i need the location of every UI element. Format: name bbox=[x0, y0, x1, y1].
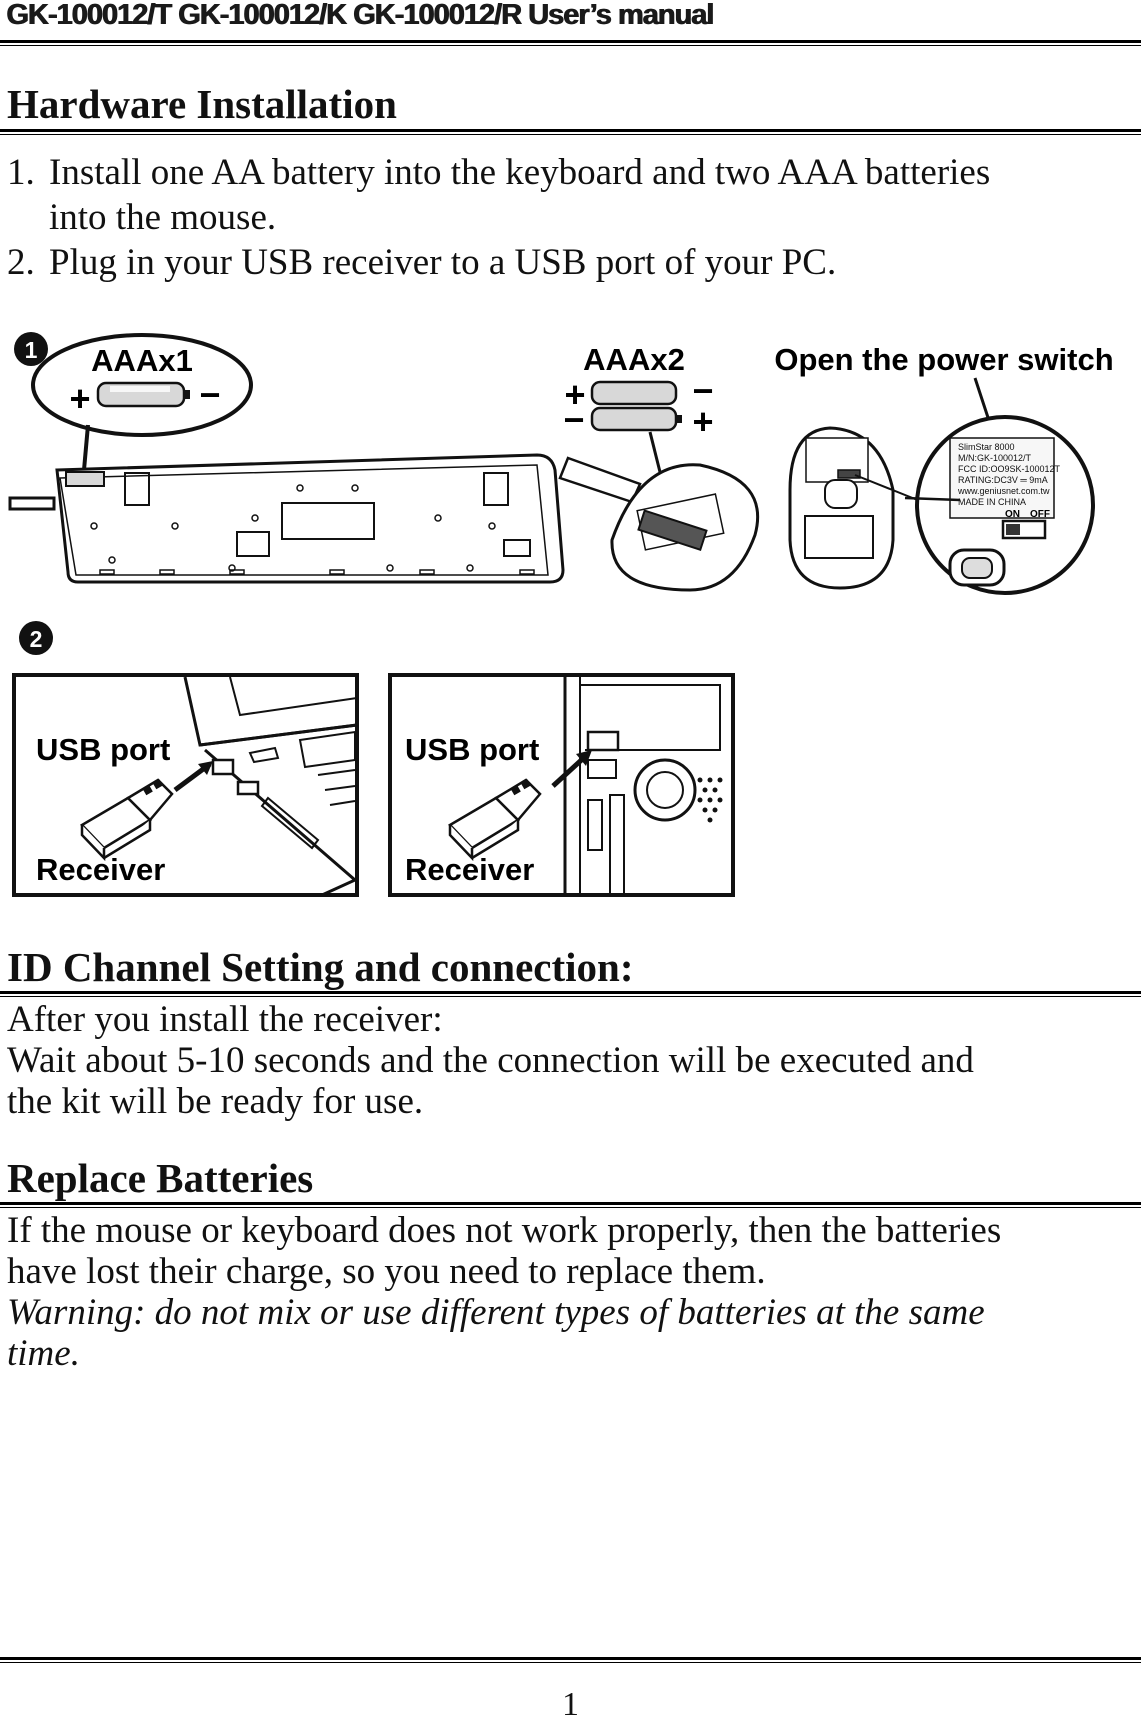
svg-text:1: 1 bbox=[25, 337, 38, 363]
device-label-sticker: SlimStar 8000 M/N:GK-100012/T FCC ID:OO9… bbox=[957, 442, 1061, 507]
step-text-line: into the mouse. bbox=[49, 197, 277, 238]
id-channel-line: the kit will be ready for use. bbox=[7, 1081, 424, 1122]
replace-line: If the mouse or keyboard does not work p… bbox=[7, 1210, 1002, 1251]
mouse-underside-closed bbox=[788, 426, 931, 590]
step-text-line: Install one AA battery into the keyboard… bbox=[49, 152, 991, 193]
receiver-label: Receiver bbox=[36, 852, 165, 887]
id-channel-line: After you install the receiver: bbox=[7, 999, 443, 1040]
manual-title: GK-100012/T GK-100012/K GK-100012/R User… bbox=[6, 0, 714, 31]
mouse-underside-open bbox=[558, 456, 760, 592]
replace-batteries-heading: Replace Batteries bbox=[7, 1155, 314, 1201]
warning-line: Warning: do not mix or use different typ… bbox=[7, 1292, 985, 1333]
svg-text:ON: ON bbox=[1005, 509, 1020, 520]
mouse-batteries-callout: AAAx2 + − − + bbox=[563, 342, 714, 541]
list-item: 2. Plug in your USB receiver to a USB po… bbox=[7, 240, 990, 285]
svg-text:SlimStar 8000: SlimStar 8000 bbox=[958, 442, 1015, 452]
svg-text:RATING:DC3V ═ 9mA: RATING:DC3V ═ 9mA bbox=[958, 475, 1048, 485]
replace-line: have lost their charge, so you need to r… bbox=[7, 1251, 766, 1292]
svg-text:www.geniusnet.com.tw: www.geniusnet.com.tw bbox=[957, 486, 1050, 496]
installation-illustration: 1 AAAx1 + − AAAx2 bbox=[8, 332, 1114, 897]
usb-port-label: USB port bbox=[36, 732, 170, 767]
svg-text:−: − bbox=[692, 370, 713, 411]
plus-sign: + bbox=[69, 378, 90, 419]
hardware-installation-heading: Hardware Installation bbox=[7, 81, 397, 127]
svg-text:MADE IN CHINA: MADE IN CHINA bbox=[958, 497, 1026, 507]
section-rule bbox=[0, 1202, 1141, 1208]
receiver-label: Receiver bbox=[405, 852, 534, 887]
keyboard-battery-callout: AAAx1 + − bbox=[31, 333, 253, 471]
battery-icon bbox=[590, 380, 678, 406]
desktop-usb-panel: USB port Receiver bbox=[388, 673, 735, 897]
step-number: 1. bbox=[7, 152, 35, 193]
section-rule bbox=[0, 991, 1141, 997]
on-off-labels: ON OFF bbox=[1005, 509, 1050, 520]
section-rule bbox=[0, 129, 1141, 135]
svg-text:+: + bbox=[564, 374, 585, 415]
usb-port-label: USB port bbox=[405, 732, 539, 767]
keyboard-battery-label: AAAx1 bbox=[91, 343, 193, 378]
battery-icon bbox=[590, 406, 678, 432]
step-2-badge: 2 bbox=[19, 621, 53, 655]
svg-text:+: + bbox=[692, 401, 713, 442]
laptop-usb-panel: USB port Receiver bbox=[12, 673, 359, 897]
svg-text:OFF: OFF bbox=[1030, 509, 1050, 520]
page-number: 1 bbox=[562, 1686, 579, 1723]
svg-text:M/N:GK-100012/T: M/N:GK-100012/T bbox=[958, 453, 1032, 463]
page-header: GK-100012/T GK-100012/K GK-100012/R User… bbox=[0, 0, 1141, 48]
mouse-batteries-label: AAAx2 bbox=[583, 342, 685, 377]
step-1-badge: 1 bbox=[14, 332, 48, 366]
installation-steps: 1. Install one AA battery into the keybo… bbox=[7, 150, 990, 285]
step-text-line: Plug in your USB receiver to a USB port … bbox=[49, 242, 837, 283]
power-switch-label: Open the power switch bbox=[774, 342, 1113, 377]
minus-sign: − bbox=[199, 374, 220, 415]
svg-text:FCC ID:OO9SK-100012T: FCC ID:OO9SK-100012T bbox=[958, 464, 1061, 474]
usb-receiver-icon bbox=[448, 778, 542, 862]
header-rule bbox=[0, 40, 1141, 46]
usb-receiver-icon bbox=[80, 778, 174, 862]
list-item: 1. Install one AA battery into the keybo… bbox=[7, 150, 990, 240]
id-channel-line: Wait about 5-10 seconds and the connecti… bbox=[7, 1040, 974, 1081]
step-number: 2. bbox=[7, 242, 35, 283]
power-switch-magnifier: SlimStar 8000 M/N:GK-100012/T FCC ID:OO9… bbox=[904, 415, 1095, 595]
svg-text:−: − bbox=[563, 399, 584, 440]
warning-line: time. bbox=[7, 1333, 80, 1374]
footer-rule bbox=[0, 1657, 1141, 1663]
keyboard-bottom-illustration bbox=[8, 453, 565, 584]
svg-text:2: 2 bbox=[30, 626, 43, 652]
id-channel-heading: ID Channel Setting and connection: bbox=[7, 944, 634, 990]
